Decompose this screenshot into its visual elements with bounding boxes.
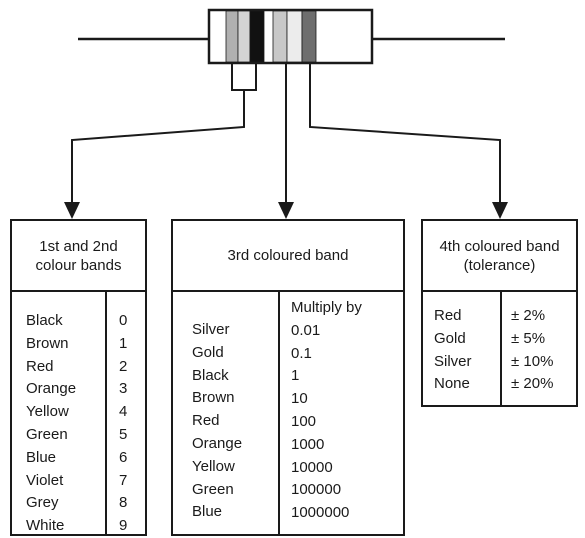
colour-name: Gold — [192, 343, 224, 361]
digit-value: 4 — [119, 403, 128, 421]
colour-name: Red — [26, 357, 54, 375]
colour-name: Red — [434, 307, 462, 324]
colour-name: Brown — [192, 389, 235, 407]
colour-name: Green — [192, 480, 234, 498]
tolerance-value-column: ± 2% ± 5% ± 10% ± 20% — [511, 305, 553, 396]
colour-name: Red — [192, 412, 220, 430]
multiplier-value: 1 — [291, 367, 300, 385]
multiply-by-header: Multiply by — [291, 299, 362, 316]
multiplier-value: 100000 — [291, 481, 342, 499]
multiplier-value: 0.01 — [291, 321, 321, 339]
multiplier-value: 100 — [291, 412, 317, 430]
multiplier-arrowhead — [278, 202, 294, 219]
colour-name: Orange — [26, 380, 77, 398]
digit-bands-divider — [105, 290, 107, 534]
tolerance-value: ± 2% — [511, 307, 546, 324]
colour-name: Black — [192, 366, 229, 384]
digit-value: 6 — [119, 448, 128, 466]
tolerance-band-divider — [500, 290, 502, 405]
colour-name: Silver — [434, 352, 472, 370]
colour-band-6 — [301, 10, 317, 63]
colour-name: Orange — [192, 434, 243, 452]
colour-name: Blue — [192, 503, 223, 521]
multiplier-value: 10 — [291, 390, 308, 408]
digit-value: 2 — [119, 357, 128, 375]
digit-bands-title: 1st and 2nd colour bands — [12, 221, 145, 292]
digit-value: 8 — [119, 494, 128, 512]
tolerance-value: ± 5% — [511, 329, 546, 347]
colour-name: Yellow — [192, 457, 235, 475]
tolerance-arrowhead — [492, 202, 508, 219]
colour-name: Yellow — [26, 403, 69, 421]
digits-pointer-line — [71, 90, 245, 205]
multiplier-value: 0.1 — [291, 344, 312, 362]
tolerance-pointer-line — [309, 63, 501, 205]
digit-value: 0 — [119, 312, 128, 329]
colour-band-3 — [249, 10, 265, 63]
digits-arrowhead — [64, 202, 80, 219]
digit-value: 7 — [119, 471, 128, 489]
colour-band-1 — [225, 10, 239, 63]
colour-band-5 — [286, 10, 303, 63]
colour-name: Blue — [26, 448, 57, 466]
colour-name: None — [434, 375, 470, 393]
tolerance-value: ± 20% — [511, 375, 554, 393]
multiplier-value: 1000000 — [291, 504, 350, 522]
digit-value: 1 — [119, 334, 128, 352]
colour-name: Grey — [26, 494, 59, 512]
multiplier-band-divider — [278, 290, 280, 534]
tolerance-value: ± 10% — [511, 352, 554, 370]
multiplier-value: 1000 — [291, 435, 325, 453]
digit-value: 9 — [119, 517, 128, 535]
colour-name: White — [26, 517, 65, 535]
digit-value: 5 — [119, 425, 128, 443]
first-bands-bracket — [231, 63, 257, 91]
colour-name: Brown — [26, 334, 69, 352]
colour-name: Gold — [434, 329, 466, 347]
colour-name: Black — [26, 312, 63, 329]
digit-value: 3 — [119, 380, 128, 398]
colour-name: Green — [26, 425, 68, 443]
multiplier-value: 10000 — [291, 458, 333, 476]
colour-band-2 — [237, 10, 251, 63]
tolerance-band-title: 4th coloured band (tolerance) — [423, 221, 576, 292]
colour-band-4 — [272, 10, 288, 63]
colour-name: Violet — [26, 471, 64, 489]
multiplier-band-title: 3rd coloured band — [173, 221, 403, 292]
digit-value-column: 0 1 2 3 4 5 6 7 8 9 — [119, 310, 127, 538]
colour-name: Silver — [192, 321, 230, 338]
multiplier-value-column: Multiply by 0.01 0.1 1 10 100 1000 10000 100000… — [291, 297, 362, 525]
